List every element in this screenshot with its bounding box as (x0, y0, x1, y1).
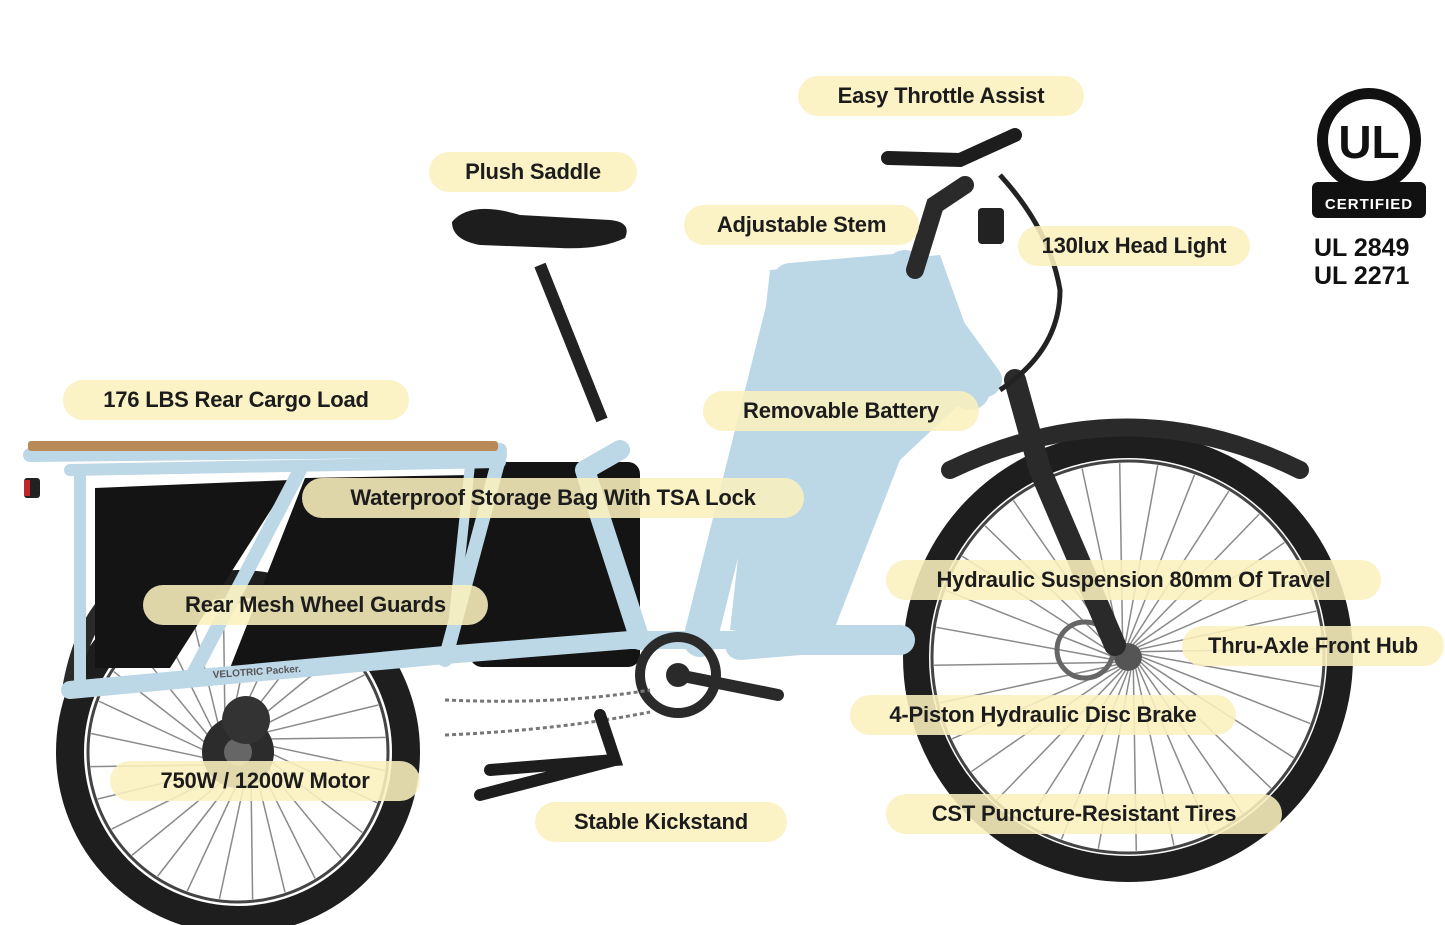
tag-brake: 4-Piston Hydraulic Disc Brake (850, 695, 1236, 735)
tag-motor: 750W / 1200W Motor (110, 761, 420, 801)
cargo-deck (28, 441, 498, 451)
drivetrain (222, 632, 784, 744)
spoke (261, 704, 379, 735)
kickstand (474, 709, 624, 801)
down-tube (730, 255, 985, 640)
spoke (1118, 463, 1124, 645)
spoke (91, 732, 209, 760)
tag-kickstand: Stable Kickstand (535, 802, 787, 842)
tag-stem: Adjustable Stem (684, 205, 919, 245)
spoke (98, 700, 209, 753)
tag-battery: Removable Battery (703, 391, 979, 431)
spoke (1127, 474, 1196, 644)
tag-headlight: 130lux Head Light (1018, 226, 1250, 266)
ul-certified-logo: UL CERTIFIED ® (1312, 88, 1426, 218)
spoke (1141, 653, 1320, 688)
front-fender (941, 418, 1309, 479)
tag-cargo-load: 176 LBS Rear Cargo Load (63, 380, 409, 420)
handlebar (881, 128, 1022, 168)
spoke (936, 626, 1115, 661)
cable (998, 173, 1063, 393)
spoke (1124, 465, 1159, 644)
svg-text:CERTIFIED: CERTIFIED (1325, 196, 1413, 213)
saddle (452, 208, 627, 249)
tag-storage-bag: Waterproof Storage Bag With TSA Lock (302, 478, 804, 518)
seat-post (534, 262, 608, 423)
head-light (978, 208, 1004, 244)
spoke (934, 661, 1116, 667)
mesh-guard (95, 480, 290, 668)
svg-text:®: ® (1414, 172, 1421, 182)
spoke (1141, 656, 1311, 725)
ul-standard-1: UL 2849 (1314, 234, 1410, 262)
svg-text:UL: UL (1338, 116, 1399, 168)
tag-tires: CST Puncture-Resistant Tires (886, 794, 1282, 834)
spoke (256, 674, 365, 730)
tag-throttle: Easy Throttle Assist (798, 76, 1084, 116)
spoke (265, 736, 386, 740)
stem (906, 176, 974, 279)
tag-saddle: Plush Saddle (429, 152, 637, 192)
ul-standard-2: UL 2271 (1314, 262, 1410, 290)
tag-suspension: Hydraulic Suspension 80mm Of Travel (886, 560, 1381, 600)
spoke (1139, 664, 1244, 814)
tag-wheel-guards: Rear Mesh Wheel Guards (143, 585, 488, 625)
spoke (945, 589, 1115, 658)
tag-hub: Thru-Axle Front Hub (1182, 626, 1444, 666)
